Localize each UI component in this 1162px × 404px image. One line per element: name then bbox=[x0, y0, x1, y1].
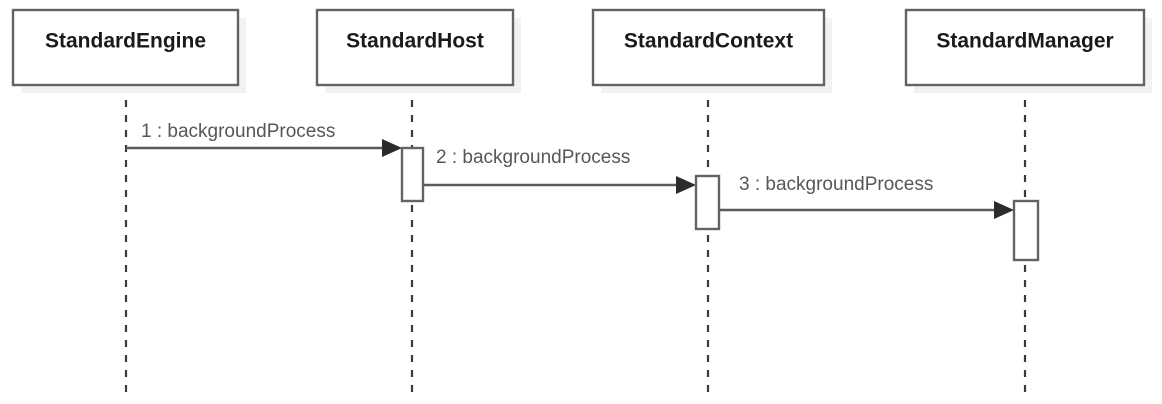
participant-standard-host[interactable]: StandardHost bbox=[315, 8, 521, 93]
message-arrow-head-1 bbox=[382, 139, 402, 157]
activation-bar-standard-host[interactable] bbox=[400, 146, 425, 203]
participant-standard-context[interactable]: StandardContext bbox=[591, 8, 832, 93]
participant-standard-engine[interactable]: StandardEngine bbox=[11, 8, 246, 93]
participant-label-standard-engine: StandardEngine bbox=[45, 30, 206, 53]
message-3[interactable]: 3 : backgroundProcess bbox=[719, 174, 1014, 219]
activations-group bbox=[400, 146, 1040, 262]
participant-label-standard-context: StandardContext bbox=[624, 30, 793, 53]
participant-box[interactable] bbox=[904, 8, 1146, 87]
participant-label-standard-manager: StandardManager bbox=[936, 30, 1113, 53]
participant-label-standard-host: StandardHost bbox=[346, 30, 484, 53]
message-arrow-head-2 bbox=[676, 176, 696, 194]
message-arrow-head-3 bbox=[994, 201, 1014, 219]
participant-box[interactable] bbox=[591, 8, 826, 87]
message-1[interactable]: 1 : backgroundProcess bbox=[126, 121, 402, 157]
activation-bar-standard-context[interactable] bbox=[694, 174, 721, 231]
participant-box[interactable] bbox=[315, 8, 515, 87]
activation-bar-standard-manager[interactable] bbox=[1012, 199, 1040, 262]
message-label-3: 3 : backgroundProcess bbox=[739, 174, 933, 195]
participant-standard-manager[interactable]: StandardManager bbox=[904, 8, 1152, 93]
message-2[interactable]: 2 : backgroundProcess bbox=[423, 147, 696, 194]
participant-box[interactable] bbox=[11, 8, 240, 87]
message-label-1: 1 : backgroundProcess bbox=[141, 121, 335, 142]
message-label-2: 2 : backgroundProcess bbox=[436, 147, 630, 168]
